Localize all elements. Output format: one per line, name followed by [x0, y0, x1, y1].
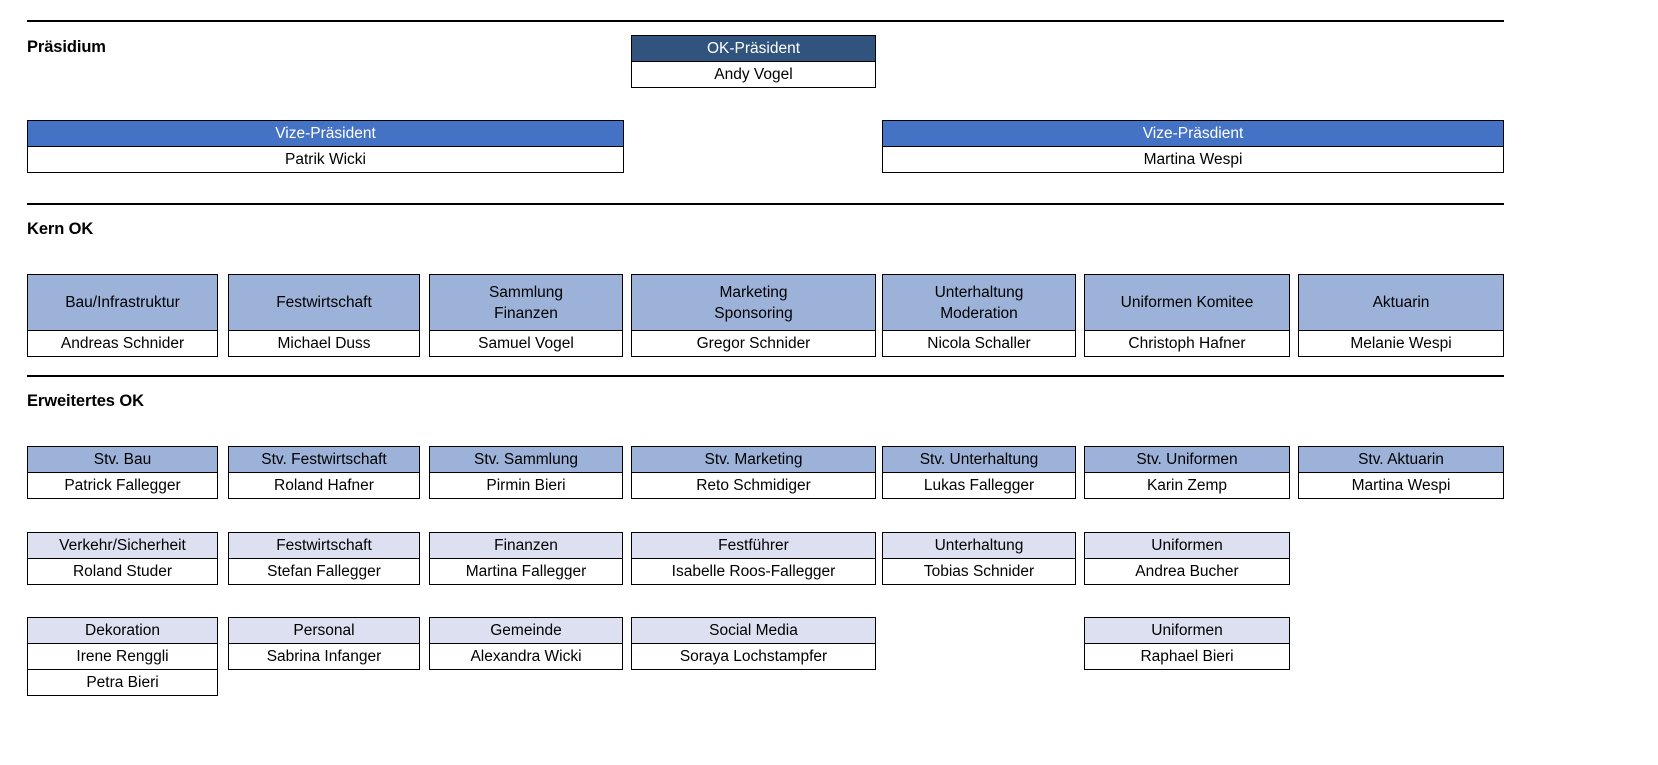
box-erw-ok-stv-festwirtschaft[interactable]: Stv. Festwirtschaft Roland Hafner [228, 446, 420, 499]
box-title: Stv. Uniformen [1084, 446, 1290, 473]
box-name: Sabrina Infanger [228, 644, 420, 670]
box-title: Social Media [631, 617, 876, 644]
box-title: Aktuarin [1298, 274, 1504, 331]
box-name: Martina Fallegger [429, 559, 623, 585]
box-kern-ok-bau-infrastruktur[interactable]: Bau/Infrastruktur Andreas Schnider [27, 274, 218, 357]
box-kern-ok-aktuarin[interactable]: Aktuarin Melanie Wespi [1298, 274, 1504, 357]
box-title: Unterhaltung [882, 532, 1076, 559]
box-name: Martina Wespi [882, 147, 1504, 173]
box-title: Stv. Unterhaltung [882, 446, 1076, 473]
box-erw-ok-stv-bau[interactable]: Stv. Bau Patrick Fallegger [27, 446, 218, 499]
box-erw-ok-stv-sammlung[interactable]: Stv. Sammlung Pirmin Bieri [429, 446, 623, 499]
section-divider-erw-ok [27, 375, 1504, 377]
box-title: Stv. Aktuarin [1298, 446, 1504, 473]
box-name: Christoph Hafner [1084, 331, 1290, 357]
box-name: Gregor Schnider [631, 331, 876, 357]
box-name: Melanie Wespi [1298, 331, 1504, 357]
section-label-kern-ok: Kern OK [27, 220, 94, 238]
box-title: Festwirtschaft [228, 532, 420, 559]
box-title: Stv. Sammlung [429, 446, 623, 473]
box-name: Martina Wespi [1298, 473, 1504, 499]
box-name: Pirmin Bieri [429, 473, 623, 499]
box-erw-ok-finanzen[interactable]: Finanzen Martina Fallegger [429, 532, 623, 585]
box-title: Personal [228, 617, 420, 644]
box-name: Tobias Schnider [882, 559, 1076, 585]
box-title: Gemeinde [429, 617, 623, 644]
box-title: Dekoration [27, 617, 218, 644]
box-title: Stv. Marketing [631, 446, 876, 473]
box-title: Uniformen Komitee [1084, 274, 1290, 331]
box-name: Reto Schmidiger [631, 473, 876, 499]
box-erw-ok-uniformen-2[interactable]: Uniformen Andrea Bucher [1084, 532, 1290, 585]
box-title: Marketing Sponsoring [631, 274, 876, 331]
box-name: Patrick Fallegger [27, 473, 218, 499]
box-erw-ok-festwirtschaft-2[interactable]: Festwirtschaft Stefan Fallegger [228, 532, 420, 585]
box-name: Patrik Wicki [27, 147, 624, 173]
box-erw-ok-personal[interactable]: Personal Sabrina Infanger [228, 617, 420, 670]
box-name: Karin Zemp [1084, 473, 1290, 499]
box-erw-ok-festfuehrer[interactable]: Festführer Isabelle Roos-Fallegger [631, 532, 876, 585]
box-erw-ok-uniformen-3[interactable]: Uniformen Raphael Bieri [1084, 617, 1290, 670]
box-erw-ok-stv-uniformen[interactable]: Stv. Uniformen Karin Zemp [1084, 446, 1290, 499]
box-kern-ok-sammlung-finanzen[interactable]: Sammlung Finanzen Samuel Vogel [429, 274, 623, 357]
box-erw-ok-gemeinde[interactable]: Gemeinde Alexandra Wicki [429, 617, 623, 670]
box-name: Isabelle Roos-Fallegger [631, 559, 876, 585]
box-kern-ok-unterhaltung-moderation[interactable]: Unterhaltung Moderation Nicola Schaller [882, 274, 1076, 357]
box-erw-ok-dekoration[interactable]: Dekoration Irene Renggli Petra Bieri [27, 617, 218, 696]
box-kern-ok-uniformen-komitee[interactable]: Uniformen Komitee Christoph Hafner [1084, 274, 1290, 357]
section-label-praesidium: Präsidium [27, 38, 106, 56]
box-name: Stefan Fallegger [228, 559, 420, 585]
box-name: Soraya Lochstampfer [631, 644, 876, 670]
box-name: Roland Hafner [228, 473, 420, 499]
box-name: Nicola Schaller [882, 331, 1076, 357]
section-divider-kern-ok [27, 203, 1504, 205]
box-name: Roland Studer [27, 559, 218, 585]
section-label-erweitertes-ok: Erweitertes OK [27, 392, 144, 410]
box-vize-praesident-1[interactable]: Vize-Präsident Patrik Wicki [27, 120, 624, 173]
box-name: Alexandra Wicki [429, 644, 623, 670]
box-title: Verkehr/Sicherheit [27, 532, 218, 559]
box-name: Irene Renggli [27, 644, 218, 670]
box-vize-praesident-2[interactable]: Vize-Präsdient Martina Wespi [882, 120, 1504, 173]
box-title: Festwirtschaft [228, 274, 420, 331]
box-erw-ok-stv-marketing[interactable]: Stv. Marketing Reto Schmidiger [631, 446, 876, 499]
box-title: Uniformen [1084, 532, 1290, 559]
box-name: Raphael Bieri [1084, 644, 1290, 670]
box-title: Festführer [631, 532, 876, 559]
box-title: Stv. Bau [27, 446, 218, 473]
box-title: OK-Präsident [631, 35, 876, 62]
box-erw-ok-social-media[interactable]: Social Media Soraya Lochstampfer [631, 617, 876, 670]
box-title: Finanzen [429, 532, 623, 559]
box-title: Vize-Präsident [27, 120, 624, 147]
box-name: Michael Duss [228, 331, 420, 357]
box-ok-praesident[interactable]: OK-Präsident Andy Vogel [631, 35, 876, 88]
box-title: Uniformen [1084, 617, 1290, 644]
box-title: Vize-Präsdient [882, 120, 1504, 147]
box-erw-ok-stv-unterhaltung[interactable]: Stv. Unterhaltung Lukas Fallegger [882, 446, 1076, 499]
box-name: Andrea Bucher [1084, 559, 1290, 585]
section-divider-top [27, 20, 1504, 22]
box-name: Andreas Schnider [27, 331, 218, 357]
box-erw-ok-verkehr-sicherheit[interactable]: Verkehr/Sicherheit Roland Studer [27, 532, 218, 585]
box-name: Lukas Fallegger [882, 473, 1076, 499]
box-title: Bau/Infrastruktur [27, 274, 218, 331]
box-erw-ok-unterhaltung[interactable]: Unterhaltung Tobias Schnider [882, 532, 1076, 585]
box-kern-ok-festwirtschaft[interactable]: Festwirtschaft Michael Duss [228, 274, 420, 357]
box-name-secondary: Petra Bieri [27, 670, 218, 696]
box-kern-ok-marketing-sponsoring[interactable]: Marketing Sponsoring Gregor Schnider [631, 274, 876, 357]
box-name: Samuel Vogel [429, 331, 623, 357]
box-title: Sammlung Finanzen [429, 274, 623, 331]
box-erw-ok-stv-aktuarin[interactable]: Stv. Aktuarin Martina Wespi [1298, 446, 1504, 499]
box-name: Andy Vogel [631, 62, 876, 88]
box-title: Stv. Festwirtschaft [228, 446, 420, 473]
box-title: Unterhaltung Moderation [882, 274, 1076, 331]
